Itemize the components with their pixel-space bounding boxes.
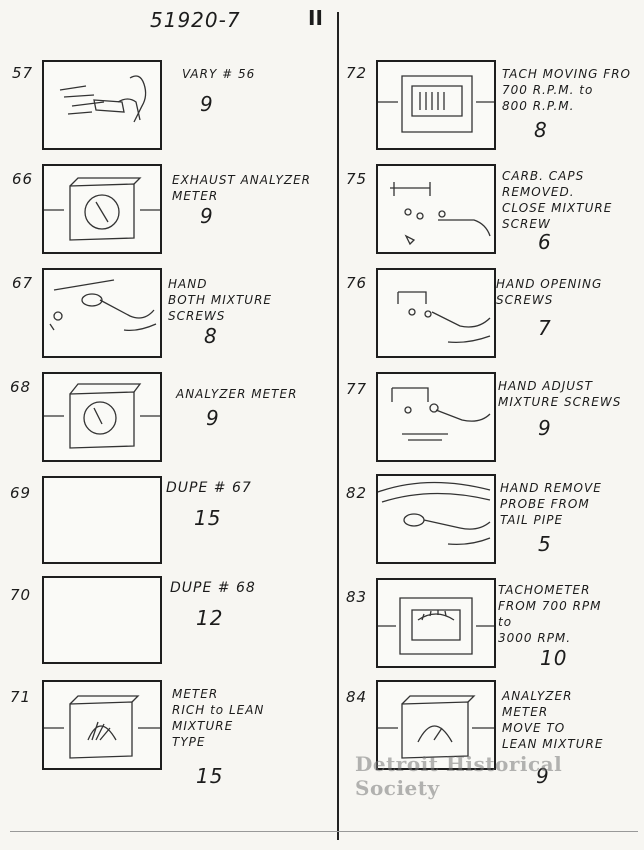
panel-duration: 9	[206, 406, 220, 430]
panel-duration: 6	[538, 230, 552, 254]
panel-number: 75	[346, 170, 368, 188]
sketch-tail-pipe-probe	[378, 481, 491, 546]
storyboard-frame	[376, 680, 496, 770]
storyboard-frame	[42, 60, 162, 150]
storyboard-frame	[376, 372, 496, 462]
panel-description: CARB. CAPS REMOVED. CLOSE MIXTURE SCREW	[502, 169, 613, 231]
panel-number: 67	[12, 274, 34, 292]
panel-number: 57	[12, 64, 34, 82]
panel-description: ANALYZER METER	[176, 387, 298, 401]
sketch-meter	[44, 177, 160, 241]
panel-duration: 10	[540, 646, 568, 670]
panel-duration: 9	[538, 416, 552, 440]
panel-duration: 9	[200, 204, 214, 228]
panel-number: 76	[346, 274, 368, 292]
sketch-analyzer-meter	[44, 383, 160, 449]
storyboard-frame	[42, 164, 162, 254]
panel-number: 66	[12, 170, 34, 188]
sheet-roman-numeral: II	[308, 6, 323, 30]
column-divider	[337, 12, 339, 840]
panel-number: 82	[346, 484, 368, 502]
panel-number: 83	[346, 588, 368, 606]
storyboard-frame	[42, 268, 162, 358]
panel-number: 72	[346, 64, 368, 82]
storyboard-frame	[376, 578, 496, 668]
panel-description: DUPE # 68	[170, 580, 256, 596]
panel-duration: 12	[196, 606, 224, 630]
panel-duration: 9	[200, 92, 214, 116]
sketch-tachometer	[378, 75, 494, 133]
panel-duration: 5	[538, 532, 552, 556]
panel-duration: 8	[534, 118, 548, 142]
panel-description: HAND REMOVE PROBE FROM TAIL PIPE	[500, 481, 602, 527]
sketch-carburetor	[390, 182, 491, 246]
storyboard-frame	[42, 476, 162, 564]
panel-description: HAND OPENING SCREWS	[496, 277, 603, 307]
panel-description: HAND BOTH MIXTURE SCREWS	[168, 277, 272, 323]
storyboard-frame	[42, 680, 162, 770]
storyboard-frame	[376, 164, 496, 254]
panel-description: TACH MOVING FRO 700 R.P.M. to 800 R.P.M.	[502, 67, 631, 113]
bottom-rule	[10, 831, 638, 832]
panel-description: VARY # 56	[182, 67, 256, 81]
panel-number: 70	[10, 586, 32, 604]
panel-description: TACHOMETER FROM 700 RPM to 3000 RPM.	[498, 583, 602, 645]
sheet-number: 51920-7	[150, 8, 241, 32]
panel-duration: 15	[194, 506, 222, 530]
panel-description: HAND ADJUST MIXTURE SCREWS	[498, 379, 622, 409]
panel-number: 84	[346, 688, 368, 706]
panel-description: EXHAUST ANALYZER METER	[172, 173, 311, 203]
panel-number: 69	[10, 484, 32, 502]
sketch-hand-screws	[49, 279, 157, 332]
sketch-analyzer-lean	[378, 695, 494, 759]
panel-duration: 8	[204, 324, 218, 348]
panel-number: 71	[10, 688, 32, 706]
panel-description: METER RICH to LEAN MIXTURE TYPE	[172, 687, 265, 749]
storyboard-frame	[42, 372, 162, 462]
panel-number: 68	[10, 378, 32, 396]
watermark: Detroit Historical Society	[355, 752, 563, 800]
panel-description: DUPE # 67	[166, 480, 252, 496]
sketch-console-hand	[59, 75, 147, 123]
sketch-tachometer-dial	[378, 597, 494, 655]
panel-description: ANALYZER METER MOVE TO LEAN MIXTURE	[502, 689, 604, 751]
panel-number: 77	[346, 380, 368, 398]
sketch-meter-rich-lean	[44, 695, 160, 759]
sketch-hand-adjust	[391, 387, 491, 441]
panel-duration: 7	[538, 316, 552, 340]
panel-duration: 9	[536, 764, 550, 788]
panel-duration: 15	[196, 764, 224, 788]
storyboard-frame	[376, 268, 496, 358]
storyboard-frame	[376, 60, 496, 150]
storyboard-frame	[376, 474, 496, 564]
storyboard-frame	[42, 576, 162, 664]
sketch-hand-opening-screws	[397, 291, 491, 344]
